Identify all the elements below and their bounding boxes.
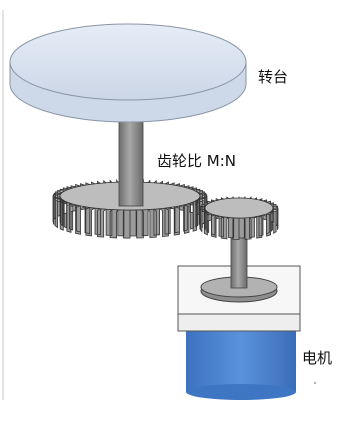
turntable-shaft xyxy=(118,119,144,207)
turntable-label: 转台 xyxy=(258,68,289,86)
turntable xyxy=(9,23,247,123)
small-gear-face xyxy=(204,197,274,219)
motor-body-bottom xyxy=(186,384,296,400)
small-gear xyxy=(199,196,279,240)
motor-label: 电机 xyxy=(302,349,333,367)
motor-body xyxy=(186,326,296,392)
gear-ratio-label: 齿轮比 M:N xyxy=(157,152,236,170)
motor xyxy=(177,221,301,400)
turntable-top xyxy=(9,23,247,101)
motor-mount-front xyxy=(177,313,301,332)
dot-mark xyxy=(314,382,316,384)
